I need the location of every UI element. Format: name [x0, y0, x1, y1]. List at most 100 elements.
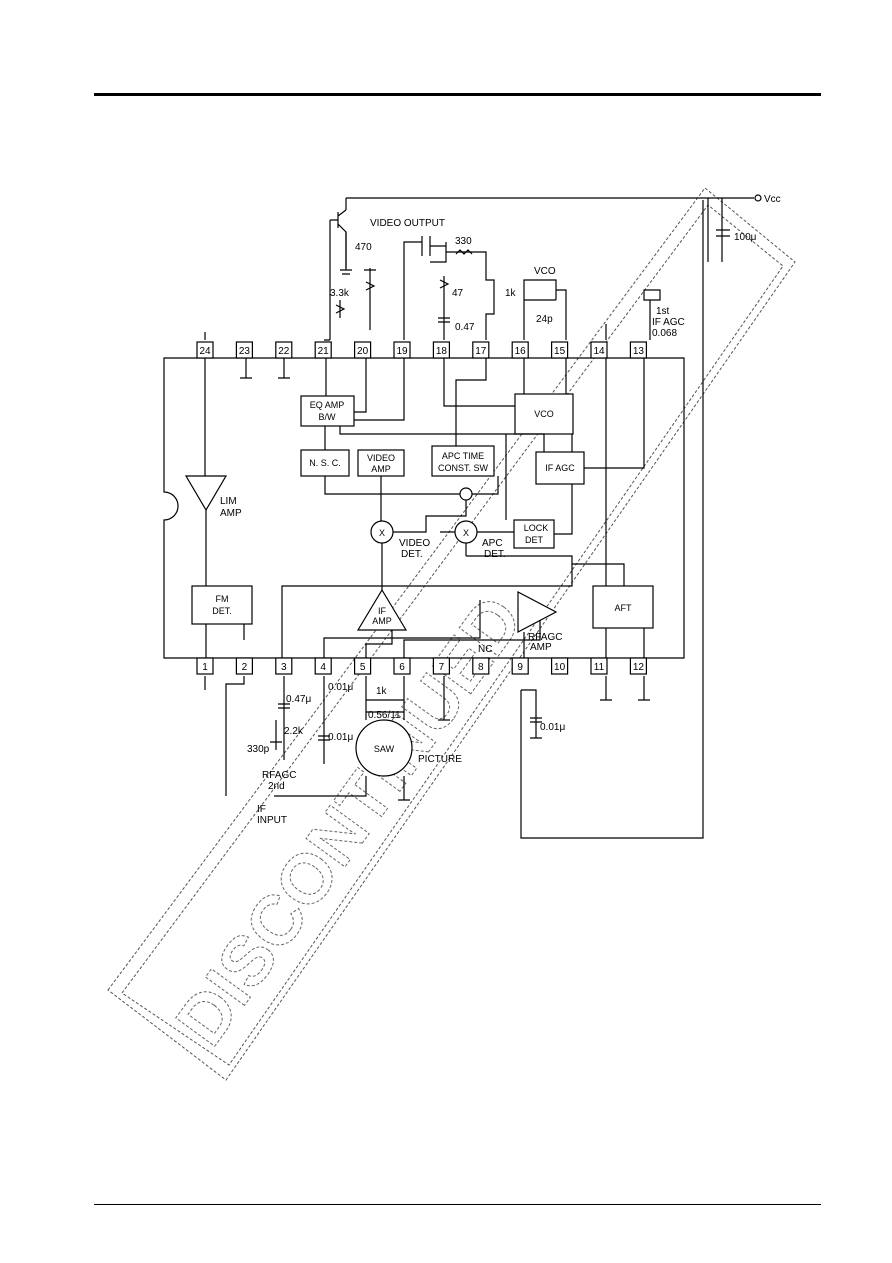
fm-det-block: FM DET.	[191, 585, 253, 625]
top-rule	[94, 93, 821, 96]
bottom-pin-label-4: 4	[320, 662, 326, 673]
svg-text:VCO: VCO	[534, 409, 554, 419]
r-1k-label: 1k	[505, 288, 517, 299]
top-pin-box-21	[314, 341, 332, 359]
svg-text:DET.: DET.	[484, 549, 506, 560]
saw-filter	[355, 719, 413, 777]
bottom-rule	[94, 1204, 821, 1205]
svg-text:X: X	[463, 528, 469, 538]
svg-text:EQ AMP: EQ AMP	[310, 400, 345, 410]
bottom-external-components: 0.47μ 2.2k 330p RFAGC 2nd 0.01μ 0.01μ 1k…	[204, 644, 650, 826]
lock-det-block: LOCK DET	[513, 519, 555, 549]
top-pin-label-19: 19	[396, 346, 408, 357]
ic-outline	[163, 357, 685, 659]
first-if-agc-label-1: 1st	[656, 306, 670, 317]
vco-coil-label: VCO	[534, 266, 556, 277]
r-470-label: 470	[355, 242, 372, 253]
discontinued-watermark: DISCONTINUED	[107, 187, 796, 1081]
r-47-label: 47	[452, 288, 464, 299]
nsc-block: N. S. C.	[300, 449, 350, 477]
bottom-pin-box-4	[314, 657, 332, 675]
top-pin-label-17: 17	[475, 346, 487, 357]
top-pin-box-18	[432, 341, 450, 359]
c-330p-label: 330p	[247, 744, 270, 755]
svg-text:DET: DET	[525, 535, 544, 545]
svg-text:CONST. SW: CONST. SW	[438, 463, 489, 473]
bottom-pin-box-7	[432, 657, 450, 675]
bottom-pin-box-12	[629, 657, 648, 675]
svg-text:AMP: AMP	[530, 642, 552, 653]
if-input-label-1: IF	[257, 804, 266, 815]
r-3-3k-label: 3.3k	[330, 288, 350, 299]
first-if-agc: 1st IF AGC 0.068	[605, 289, 685, 340]
video-output-label: VIDEO OUTPUT	[370, 218, 445, 229]
top-pin-label-18: 18	[436, 346, 448, 357]
top-pin-box-17	[472, 341, 490, 359]
bottom-pin-box-1	[196, 657, 214, 675]
svg-text:APC: APC	[482, 538, 503, 549]
picture-if-label: PICTURE	[418, 754, 462, 765]
bottom-pin-box-3	[275, 657, 293, 675]
top-pin-box-15	[550, 341, 569, 359]
c-0-47-top-label: 0.47	[455, 322, 475, 333]
bottom-pin-label-8: 8	[478, 662, 484, 673]
video-amp-block: VIDEO AMP	[357, 449, 405, 477]
c-0-01-b-label: 0.01μ	[328, 732, 353, 743]
svg-text:IF: IF	[378, 606, 387, 616]
internal-wiring	[205, 358, 645, 658]
c-0-56-label: 0.56/11	[368, 710, 401, 721]
rfagc-amp-block: RFAGC AMP	[517, 591, 562, 653]
apc-network: 330 47 0.47 1k	[403, 236, 517, 340]
bottom-pin-box-5	[354, 657, 372, 675]
bottom-pin-label-1: 1	[202, 662, 208, 673]
svg-text:AMP: AMP	[371, 464, 391, 474]
bottom-pin-box-9	[511, 657, 529, 675]
top-pin-box-14	[590, 341, 608, 359]
rfagc-2nd-label-1: RFAGC	[262, 770, 296, 781]
bottom-pin-label-5: 5	[360, 662, 366, 673]
bottom-pin-label-3: 3	[281, 662, 287, 673]
top-pin-label-15: 15	[554, 346, 566, 357]
c-0-01-c-label: 0.01μ	[540, 722, 565, 733]
if-amp-block: IF AMP	[356, 588, 408, 631]
top-pin-box-13	[629, 341, 648, 359]
first-if-agc-label-3: 0.068	[652, 328, 677, 339]
top-pin-box-20	[354, 341, 372, 359]
rfagc-2nd-label-2: 2nd	[268, 781, 285, 792]
first-if-agc-label-2: IF AGC	[652, 317, 685, 328]
top-pin-label-20: 20	[357, 346, 369, 357]
vco-block: VCO	[514, 393, 574, 435]
svg-text:AMP: AMP	[372, 616, 392, 626]
video-det-mixer: X VIDEO DET.	[370, 520, 430, 560]
top-pin-box-16	[511, 341, 529, 359]
svg-text:FM: FM	[216, 594, 229, 604]
top-pin-box-23	[235, 341, 253, 359]
svg-text:X: X	[379, 528, 385, 538]
eq-amp-block: EQ AMP B/W	[300, 395, 355, 427]
if-input-label-2: INPUT	[257, 815, 287, 826]
c-0-01-a-label: 0.01μ	[328, 682, 353, 693]
bottom-pin-label-11: 11	[594, 662, 605, 673]
aft-block: AFT	[592, 585, 654, 629]
svg-text:VIDEO: VIDEO	[399, 538, 430, 549]
r-2-2k-label: 2.2k	[284, 726, 304, 737]
bottom-pin-label-9: 9	[517, 662, 523, 673]
bottom-pin-label-2: 2	[242, 662, 248, 673]
top-pin-label-23: 23	[239, 346, 251, 357]
c-0-47-bottom-label: 0.47μ	[286, 694, 311, 705]
svg-text:AFT: AFT	[615, 603, 633, 613]
bottom-pin-label-6: 6	[399, 662, 405, 673]
svg-text:LIM: LIM	[220, 496, 237, 507]
svg-text:LOCK: LOCK	[524, 523, 549, 533]
svg-text:DET.: DET.	[212, 606, 232, 616]
top-pin-label-16: 16	[515, 346, 527, 357]
svg-text:IF AGC: IF AGC	[545, 463, 575, 473]
svg-text:RFAGC: RFAGC	[528, 632, 562, 643]
summing-node	[459, 487, 473, 501]
vco-coil: VCO 24p	[523, 266, 567, 340]
top-pin-label-13: 13	[633, 346, 645, 357]
bottom-pin-box-11	[590, 657, 608, 675]
svg-text:APC TIME: APC TIME	[442, 451, 484, 461]
